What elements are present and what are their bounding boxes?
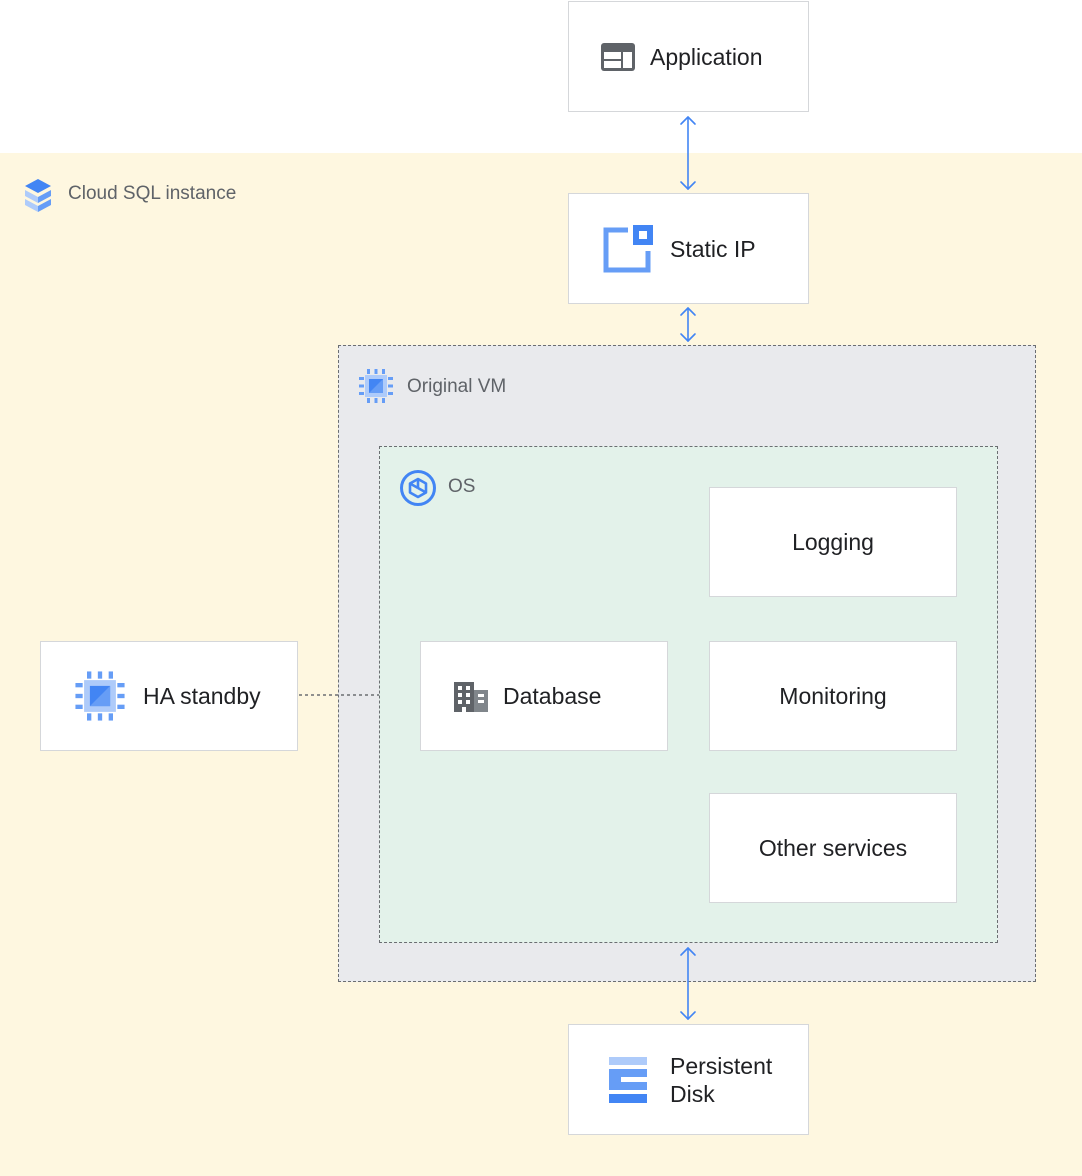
application-static-ip-connector [680, 116, 696, 190]
monitoring-card[interactable]: Monitoring [709, 641, 957, 751]
persistent-disk-icon [608, 1056, 648, 1104]
persistent-disk-card[interactable]: Persistent Disk [568, 1024, 809, 1135]
ha-standby-card[interactable]: HA standby [40, 641, 298, 751]
database-building-icon [452, 678, 490, 714]
application-window-icon [600, 42, 636, 72]
static-ip-vm-connector [680, 307, 696, 342]
static-ip-label: Static IP [670, 235, 756, 262]
other-services-label: Other services [758, 835, 908, 861]
persistent-disk-label: Persistent Disk [670, 1052, 772, 1108]
compute-chip-icon [74, 670, 126, 722]
database-label: Database [503, 683, 602, 709]
other-services-card[interactable]: Other services [709, 793, 957, 903]
monitoring-label: Monitoring [779, 683, 887, 709]
ha-standby-label: HA standby [143, 683, 261, 709]
persistent-disk-label-line1: Persistent [670, 1052, 773, 1079]
os-image-icon [399, 469, 437, 507]
cloud-sql-zone-label: Cloud SQL instance [68, 183, 237, 204]
cloud-sql-icon [22, 177, 54, 213]
logging-label: Logging [792, 529, 874, 555]
os-zone-label: OS [448, 476, 476, 497]
application-label: Application [650, 43, 763, 70]
static-ip-icon [602, 223, 654, 275]
database-card[interactable]: Database [420, 641, 668, 751]
original-vm-zone-label: Original VM [407, 376, 507, 397]
persistent-disk-label-line2: Disk [670, 1080, 715, 1107]
application-card[interactable]: Application [568, 1, 809, 112]
static-ip-card[interactable]: Static IP [568, 193, 809, 304]
compute-chip-icon [358, 368, 394, 404]
logging-card[interactable]: Logging [709, 487, 957, 597]
vm-disk-connector [680, 947, 696, 1020]
